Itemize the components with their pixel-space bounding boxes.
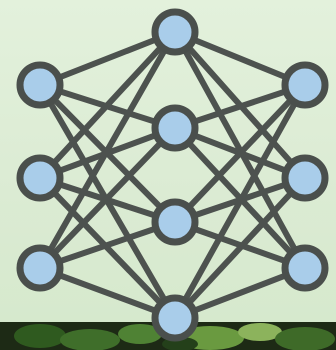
connection-lines — [40, 32, 305, 318]
hidden-layer-node-3 — [155, 202, 195, 242]
input-layer-node-3 — [20, 248, 60, 288]
hidden-layer-node-1 — [155, 12, 195, 52]
input-layer-node-1 — [20, 65, 60, 105]
output-layer-node-2 — [285, 158, 325, 198]
hidden-layer-node-2 — [155, 108, 195, 148]
network-nodes — [20, 12, 325, 338]
input-layer-node-2 — [20, 158, 60, 198]
output-layer-node-3 — [285, 248, 325, 288]
output-layer-node-1 — [285, 65, 325, 105]
hidden-layer-node-4 — [155, 298, 195, 338]
